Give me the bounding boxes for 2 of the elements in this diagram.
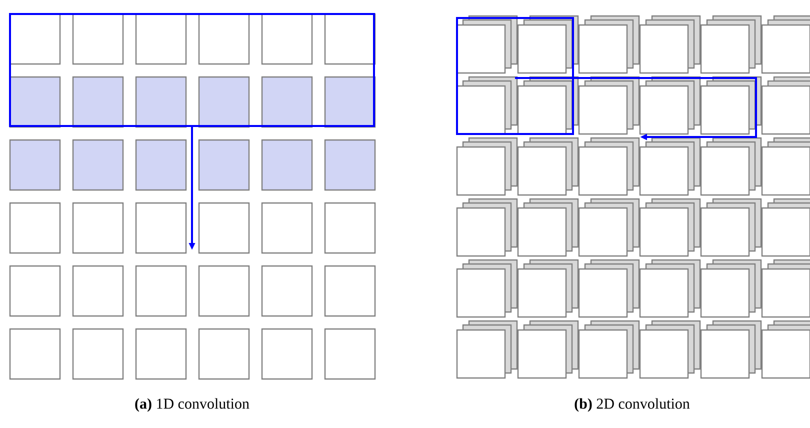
caption: (b) 2D convolution <box>574 398 690 412</box>
caption: (a) 1D convolution <box>135 398 250 412</box>
